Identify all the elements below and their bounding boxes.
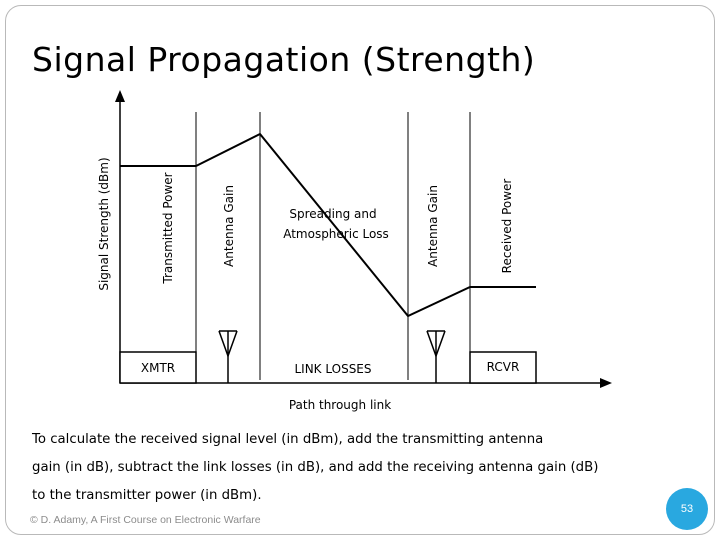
tx-antenna-icon (218, 330, 238, 383)
tx-antenna-gain-label: Antenna Gain (222, 185, 236, 267)
transmitter-label: XMTR (141, 361, 175, 375)
link-losses-label: LINK LOSSES (294, 362, 371, 376)
x-axis-label: Path through link (289, 398, 391, 412)
receiver-label: RCVR (487, 360, 520, 374)
spreading-loss-label-line1: Spreading and (289, 207, 376, 221)
explanation-line-3: to the transmitter power (in dBm). (32, 488, 262, 503)
page-number: 53 (680, 503, 694, 515)
explanation-line-2: gain (in dB), subtract the link losses (… (32, 460, 599, 475)
x-axis-arrowhead (600, 378, 612, 388)
explanation-line-1: To calculate the received signal level (… (32, 432, 544, 447)
spreading-loss-label-line2: Atmospheric Loss (283, 227, 389, 241)
transmitter-block (119, 351, 197, 384)
rx-antenna-gain-label: Antenna Gain (426, 185, 440, 267)
received-power-label: Received Power (500, 179, 514, 274)
slide-title: Signal Propagation (Strength) (32, 40, 536, 79)
rx-antenna-icon (426, 330, 446, 383)
receiver-block (469, 351, 537, 384)
y-axis-label: Signal Strength (dBm) (97, 157, 111, 290)
slide-frame (5, 5, 715, 535)
signal-level-trace (120, 132, 536, 318)
explanation-text: To calculate the received signal level (… (32, 426, 672, 510)
y-axis-arrowhead (115, 90, 125, 102)
transmitted-power-label: Transmitted Power (161, 172, 175, 284)
copyright-footer: © D. Adamy, A First Course on Electronic… (30, 514, 261, 526)
page-number-badge: 53 (666, 488, 708, 530)
